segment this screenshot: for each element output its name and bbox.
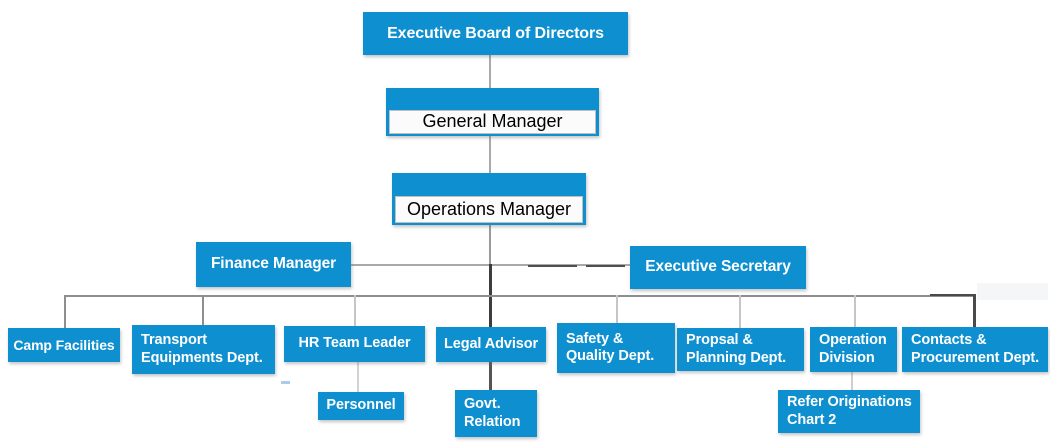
connector-legal-govt bbox=[489, 362, 492, 390]
node-operations-manager: Operations Manager bbox=[392, 173, 586, 225]
node-legal-advisor: Legal Advisor bbox=[436, 327, 546, 362]
node-contacts-procurement: Contacts & Procurement Dept. bbox=[902, 327, 1048, 372]
stub-personnel bbox=[357, 362, 359, 392]
connector-h1-dark-b bbox=[586, 265, 625, 267]
node-refer-originations: Refer Originations Chart 2 bbox=[778, 390, 920, 433]
stub-refer bbox=[851, 372, 853, 390]
node-camp-facilities: Camp Facilities bbox=[8, 328, 120, 362]
node-operation-division: Operation Division bbox=[810, 327, 897, 372]
connector-h1-dark-a bbox=[528, 265, 577, 267]
node-personnel: Personnel bbox=[318, 392, 404, 420]
stub-propsal bbox=[739, 295, 741, 328]
stub-transport bbox=[202, 295, 204, 325]
connector-corner-contacts bbox=[973, 295, 976, 327]
artifact-patch bbox=[977, 283, 1048, 300]
connector-om-down bbox=[489, 225, 491, 266]
node-executive-secretary: Executive Secretary bbox=[630, 246, 806, 289]
general-manager-label: General Manager bbox=[389, 110, 596, 134]
stub-operation bbox=[854, 295, 856, 327]
node-general-manager: General Manager bbox=[386, 88, 599, 136]
node-transport-equipments: Transport Equipments Dept. bbox=[132, 325, 275, 374]
node-safety-quality: Safety & Quality Dept. bbox=[557, 323, 675, 373]
operations-manager-label: Operations Manager bbox=[395, 196, 583, 223]
node-propsal-planning: Propsal & Planning Dept. bbox=[677, 328, 804, 371]
stub-camp-facilities bbox=[64, 295, 66, 328]
connector-h2 bbox=[64, 295, 976, 297]
node-finance-manager: Finance Manager bbox=[196, 242, 351, 287]
connector-gm-om bbox=[489, 136, 491, 173]
connector-h2-dark-right bbox=[930, 294, 976, 296]
connector-execboard-gm bbox=[489, 55, 491, 88]
node-executive-board: Executive Board of Directors bbox=[363, 12, 628, 55]
node-govt-relation: Govt. Relation bbox=[455, 390, 537, 437]
artifact-dash bbox=[281, 381, 290, 384]
stub-hr bbox=[354, 295, 356, 326]
node-hr-team-leader: HR Team Leader bbox=[284, 326, 425, 362]
stub-safety bbox=[616, 295, 618, 323]
